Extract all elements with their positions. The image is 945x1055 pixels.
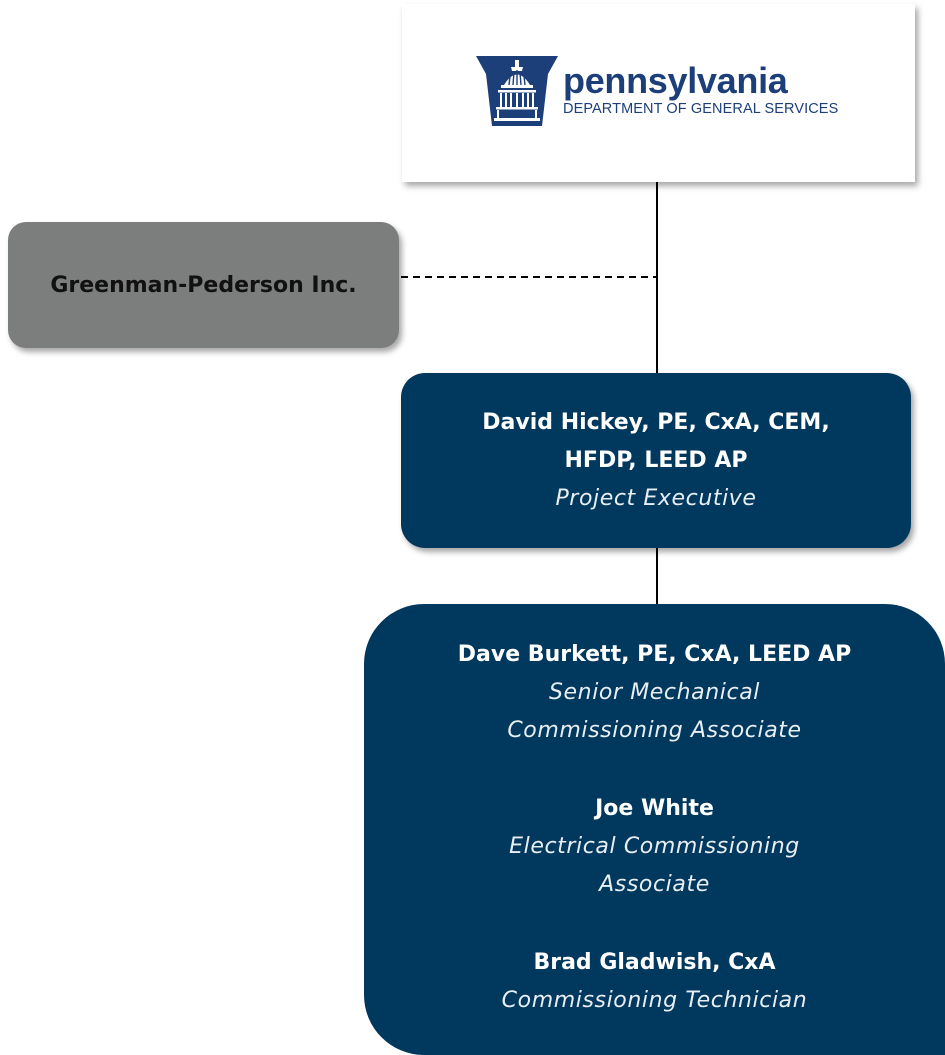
partner-name: Greenman-Pederson Inc. bbox=[50, 272, 357, 298]
executive-name: David Hickey, PE, CxA, CEM, HFDP, LEED A… bbox=[482, 409, 830, 473]
keystone-capitol-icon bbox=[476, 56, 558, 126]
team-member: Brad Gladwish, CxA Commissioning Technic… bbox=[502, 944, 808, 1020]
team-member-name: Dave Burkett, PE, CxA, LEED AP bbox=[457, 642, 852, 667]
team-box: Dave Burkett, PE, CxA, LEED AP Senior Me… bbox=[364, 604, 945, 1055]
team-member-name: Joe White bbox=[595, 796, 714, 821]
partner-box: Greenman-Pederson Inc. bbox=[8, 222, 399, 348]
dgs-logo-box bbox=[402, 4, 915, 182]
executive-box: David Hickey, PE, CxA, CEM, HFDP, LEED A… bbox=[401, 373, 911, 548]
team-member-role: Commissioning Technician bbox=[501, 988, 808, 1013]
team-member-name: Brad Gladwish, CxA bbox=[533, 950, 776, 975]
executive-role: Project Executive bbox=[555, 485, 757, 511]
team-member-role: Senior Mechanical Commissioning Associat… bbox=[507, 680, 802, 743]
logo-title: pennsylvania bbox=[563, 60, 788, 101]
logo-subtitle: DEPARTMENT OF GENERAL SERVICES bbox=[563, 101, 839, 117]
logo-wordmark: pennsylvania DEPARTMENT OF GENERAL SERVI… bbox=[563, 63, 838, 118]
team-member-role: Electrical Commissioning Associate bbox=[509, 834, 800, 897]
team-member: Dave Burkett, PE, CxA, LEED AP Senior Me… bbox=[458, 636, 851, 750]
team-member: Joe White Electrical Commissioning Assoc… bbox=[465, 790, 845, 904]
